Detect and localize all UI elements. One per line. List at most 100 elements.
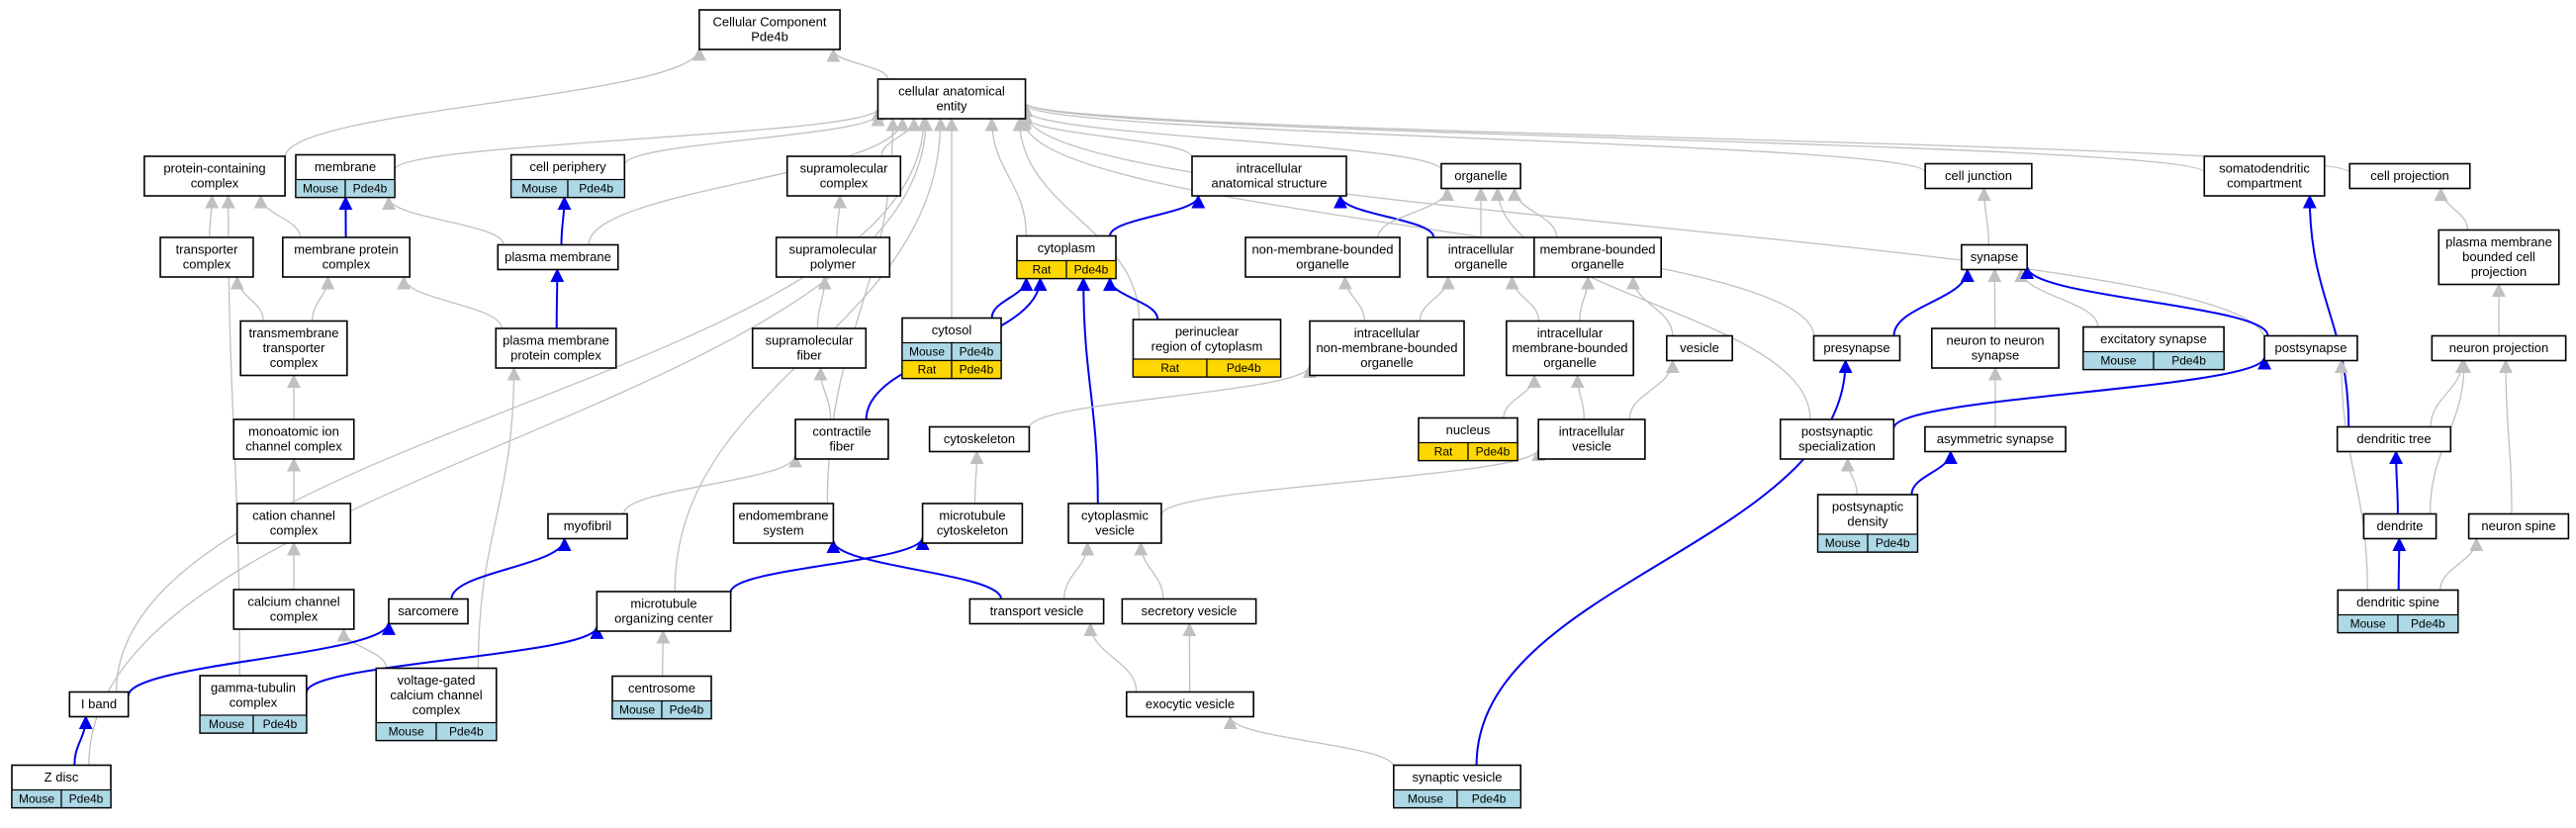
node-label-line: cytoskeleton [944,431,1015,446]
gene-label: Pde4b [2171,354,2206,368]
node-label-line: plasma membrane [2445,234,2552,249]
part-of-edge-psd-to-asymsyn [1910,450,1958,496]
gene-label: Pde4b [263,717,298,731]
is-a-edge-suprafiber-to-suprapoly [816,275,832,329]
node-label-line: organelle [1543,355,1597,370]
node-pm[interactable]: plasma membrane [497,243,619,271]
node-cytoskel[interactable]: cytoskeleton [928,425,1031,453]
node-iband[interactable]: I band [68,690,130,718]
node-dendtree[interactable]: dendritic tree [2336,425,2452,453]
node-label-line: Cellular Component [713,15,827,30]
node-label-line: cation channel [252,508,335,523]
node-label-line: supramolecular [789,242,878,257]
node-label-line: dendritic spine [2356,595,2439,609]
node-dendrite[interactable]: dendrite [2362,512,2438,540]
node-label-line: supramolecular [800,161,889,176]
is-a-edge-vesicle-to-mbo [1626,275,1674,336]
node-nspine[interactable]: neuron spine [2467,512,2570,540]
node-secves[interactable]: secretory vesicle [1121,598,1257,625]
node-vesicle[interactable]: vesicle [1666,334,1733,362]
gene-label: Pde4b [69,792,104,806]
node-box [1924,162,2033,190]
node-inmbo[interactable]: intracellularnon-membrane-boundedorganel… [1309,320,1465,377]
is-a-edge-mbo-to-organelle [1508,187,1558,238]
node-label-line: non-membrane-bounded [1251,242,1393,257]
node-neuroproj[interactable]: neuron projection [2431,334,2567,362]
node-sarcomere[interactable]: sarcomere [388,598,469,625]
is-a-edge-intves-to-imbo [1570,374,1585,420]
node-cellproj[interactable]: cell projection [2348,162,2471,190]
node-celljunc[interactable]: cell junction [1924,162,2033,190]
node-label-line: complex [270,609,319,624]
node-label-line: neuron projection [2449,340,2548,355]
node-box [495,327,617,369]
node-transves[interactable]: transport vesicle [968,598,1105,625]
gene-label: Pde4b [1472,792,1507,806]
is-a-edge-dendtree-to-neuroproj [2430,359,2469,427]
node-asymsyn[interactable]: asymmetric synapse [1924,425,2067,453]
is-a-edge-myofibril-to-contractile [622,453,802,514]
node-label-line: organelle [1454,168,1508,183]
node-box [2263,334,2358,362]
is-a-edge-membrane-to-cae [394,107,885,170]
node-organelle[interactable]: organelle [1440,162,1521,190]
node-myofibril[interactable]: myofibril [547,512,628,540]
node-exoves[interactable]: exocytic vesicle [1126,690,1255,718]
node-label-line: complex [270,355,319,370]
node-label-line: perinuclear [1175,324,1240,339]
node-postsyn[interactable]: postsynapse [2263,334,2358,362]
node-box [921,503,1024,544]
node-box [1924,425,2067,453]
node-label-line: synapse [1972,348,2019,363]
node-presyn[interactable]: presynapse [1812,334,1901,362]
node-label-line: synapse [1971,249,2018,264]
node-synapse[interactable]: synapse [1961,243,2028,271]
